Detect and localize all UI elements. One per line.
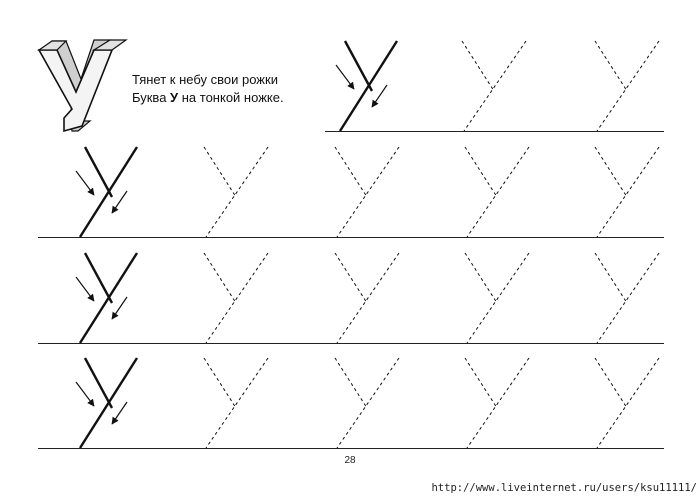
dashed-stroke-left — [203, 357, 237, 409]
dashed-stroke-right — [336, 252, 400, 344]
dashed-stroke-left — [461, 40, 495, 92]
poem-line-2-suffix: на тонкой ножке. — [178, 90, 284, 105]
dashed-stroke-left — [464, 357, 498, 409]
dashed-stroke-left — [203, 252, 237, 304]
letter-stroke-left — [83, 252, 114, 304]
letter-stroke-left — [343, 40, 374, 92]
letter-u-dashed — [464, 252, 530, 344]
letter-stroke-right — [338, 40, 399, 132]
letter-u-dashed — [464, 357, 530, 449]
arrow-icon — [111, 401, 128, 425]
dashed-stroke-left — [334, 252, 368, 304]
dashed-stroke-left — [594, 357, 628, 409]
letter-stroke-left — [83, 357, 114, 409]
arrow-icon — [75, 381, 95, 407]
letter-stroke-right — [78, 146, 139, 238]
dashed-stroke-right — [596, 146, 660, 238]
letter-u-dashed — [334, 146, 400, 238]
dashed-stroke-right — [466, 146, 530, 238]
dashed-stroke-left — [464, 146, 498, 198]
poem-bold-letter: У — [170, 90, 179, 105]
letter-stroke-left — [83, 146, 114, 198]
dashed-stroke-right — [466, 252, 530, 344]
dashed-stroke-right — [463, 40, 527, 132]
dashed-stroke-left — [594, 40, 628, 92]
dashed-stroke-left — [203, 146, 237, 198]
letter-u-solid-row-4 — [75, 357, 139, 449]
page-number: 28 — [344, 455, 356, 466]
poem-line-2-prefix: Буква — [132, 90, 171, 105]
big-letter-u-3d — [37, 39, 128, 133]
dashed-stroke-left — [334, 146, 368, 198]
letter-u-dashed — [334, 357, 400, 449]
letter-u-dashed — [203, 252, 269, 344]
letter-u-dashed — [203, 357, 269, 449]
poem-line-1: Тянет к небу свои рожки — [132, 72, 278, 87]
letter-u-solid-row-1 — [335, 40, 399, 132]
dashed-stroke-left — [594, 146, 628, 198]
arrow-icon — [111, 190, 128, 214]
letter-u-dashed — [461, 40, 527, 132]
dashed-stroke-right — [205, 357, 269, 449]
letter-u-solid-row-3 — [75, 252, 139, 344]
arrow-icon — [111, 296, 128, 320]
dashed-stroke-right — [205, 252, 269, 344]
letter-u-dashed — [594, 357, 660, 449]
letter-u-dashed — [594, 40, 660, 132]
letter-u-dashed — [594, 252, 660, 344]
letter-stroke-right — [78, 357, 139, 449]
poem-text: Тянет к небу свои рожки Буква У на тонко… — [132, 71, 284, 107]
dashed-stroke-left — [464, 252, 498, 304]
dashed-stroke-right — [466, 357, 530, 449]
letter-u-dashed — [464, 146, 530, 238]
dashed-stroke-right — [596, 40, 660, 132]
poem-line-2: Буква У на тонкой ножке. — [132, 89, 284, 107]
dashed-stroke-right — [336, 146, 400, 238]
arrow-icon — [75, 276, 95, 302]
dashed-stroke-left — [594, 252, 628, 304]
letter-u-dashed — [334, 252, 400, 344]
dashed-stroke-left — [334, 357, 368, 409]
arrow-icon — [335, 64, 355, 90]
arrow-icon — [371, 84, 388, 108]
arrow-icon — [75, 170, 95, 196]
dashed-stroke-right — [596, 252, 660, 344]
dashed-stroke-right — [596, 357, 660, 449]
dashed-stroke-right — [336, 357, 400, 449]
watermark-url: http://www.liveinternet.ru/users/ksu1111… — [431, 482, 697, 494]
letter-stroke-right — [78, 252, 139, 344]
letter-u-dashed — [203, 146, 269, 238]
dashed-stroke-right — [205, 146, 269, 238]
letter-u-dashed — [594, 146, 660, 238]
letter-u-solid-row-2 — [75, 146, 139, 238]
